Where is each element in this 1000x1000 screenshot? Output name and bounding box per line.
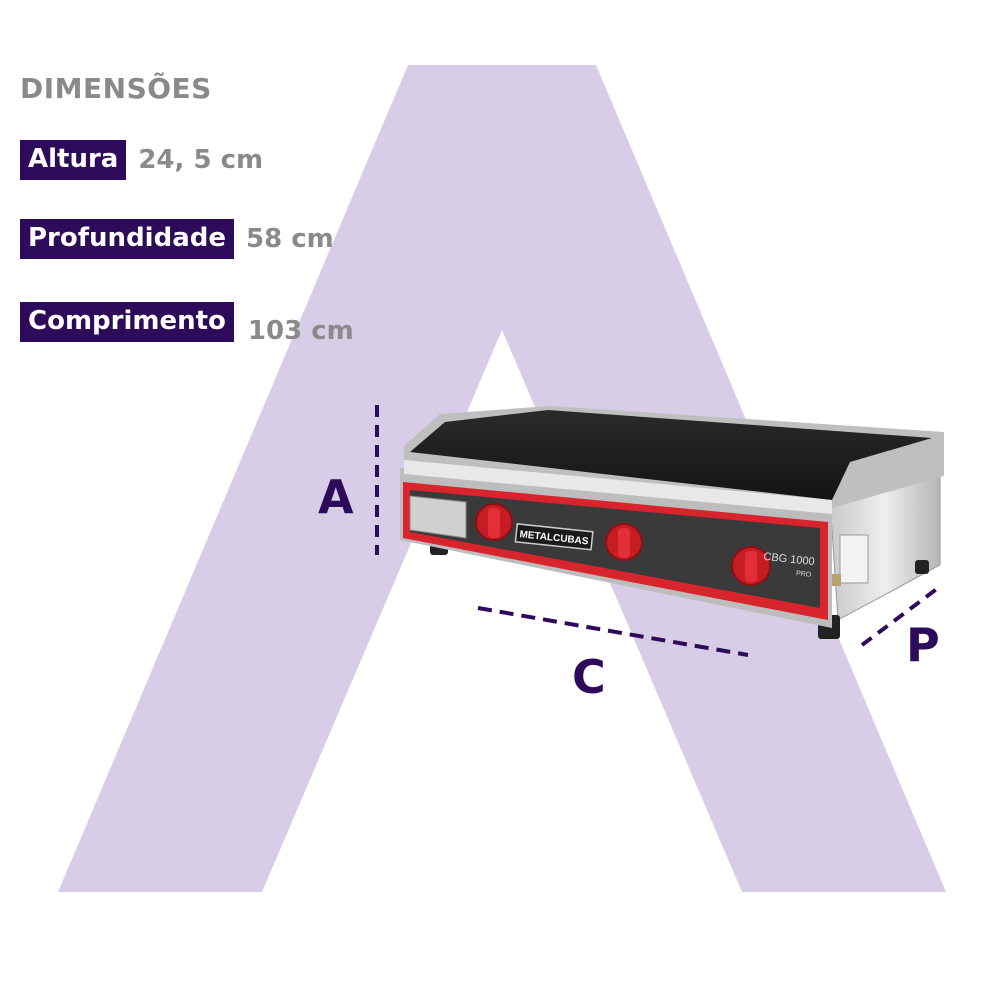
dimension-value-length: 103 cm [247, 316, 354, 346]
grease-tray [409, 495, 467, 539]
length-dimension-label: C [572, 650, 606, 704]
dimension-row-depth: Profundidade 58 cm [20, 219, 334, 259]
dimension-label-length: Comprimento [20, 302, 234, 342]
brand-badge [514, 523, 594, 551]
depth-dimension-line [860, 583, 944, 647]
dimension-value-height: 24, 5 cm [138, 145, 264, 175]
control-knob [605, 523, 643, 561]
model-suffix: PRO [796, 570, 812, 579]
background-letter-shape [58, 65, 946, 892]
dimension-row-height: Altura 24, 5 cm [20, 140, 263, 180]
control-knob [731, 546, 771, 586]
dimension-value-depth: 58 cm [246, 224, 334, 254]
control-knob [475, 503, 513, 541]
griddle-front-edge [404, 460, 832, 514]
dimension-row-length: Comprimento 103 cm [20, 298, 354, 346]
length-dimension-line [477, 606, 749, 657]
griddle-foot [915, 560, 929, 574]
model-name: CBG 1000 [763, 551, 815, 568]
side-label-plate [839, 534, 869, 584]
page-title: DIMENSÕES [20, 72, 212, 105]
height-dimension-label: A [318, 470, 354, 524]
dimension-label-depth: Profundidade [20, 219, 234, 259]
griddle-cooking-plate [410, 410, 932, 500]
depth-dimension-label: P [906, 618, 940, 672]
dimension-label-height: Altura [20, 140, 127, 180]
